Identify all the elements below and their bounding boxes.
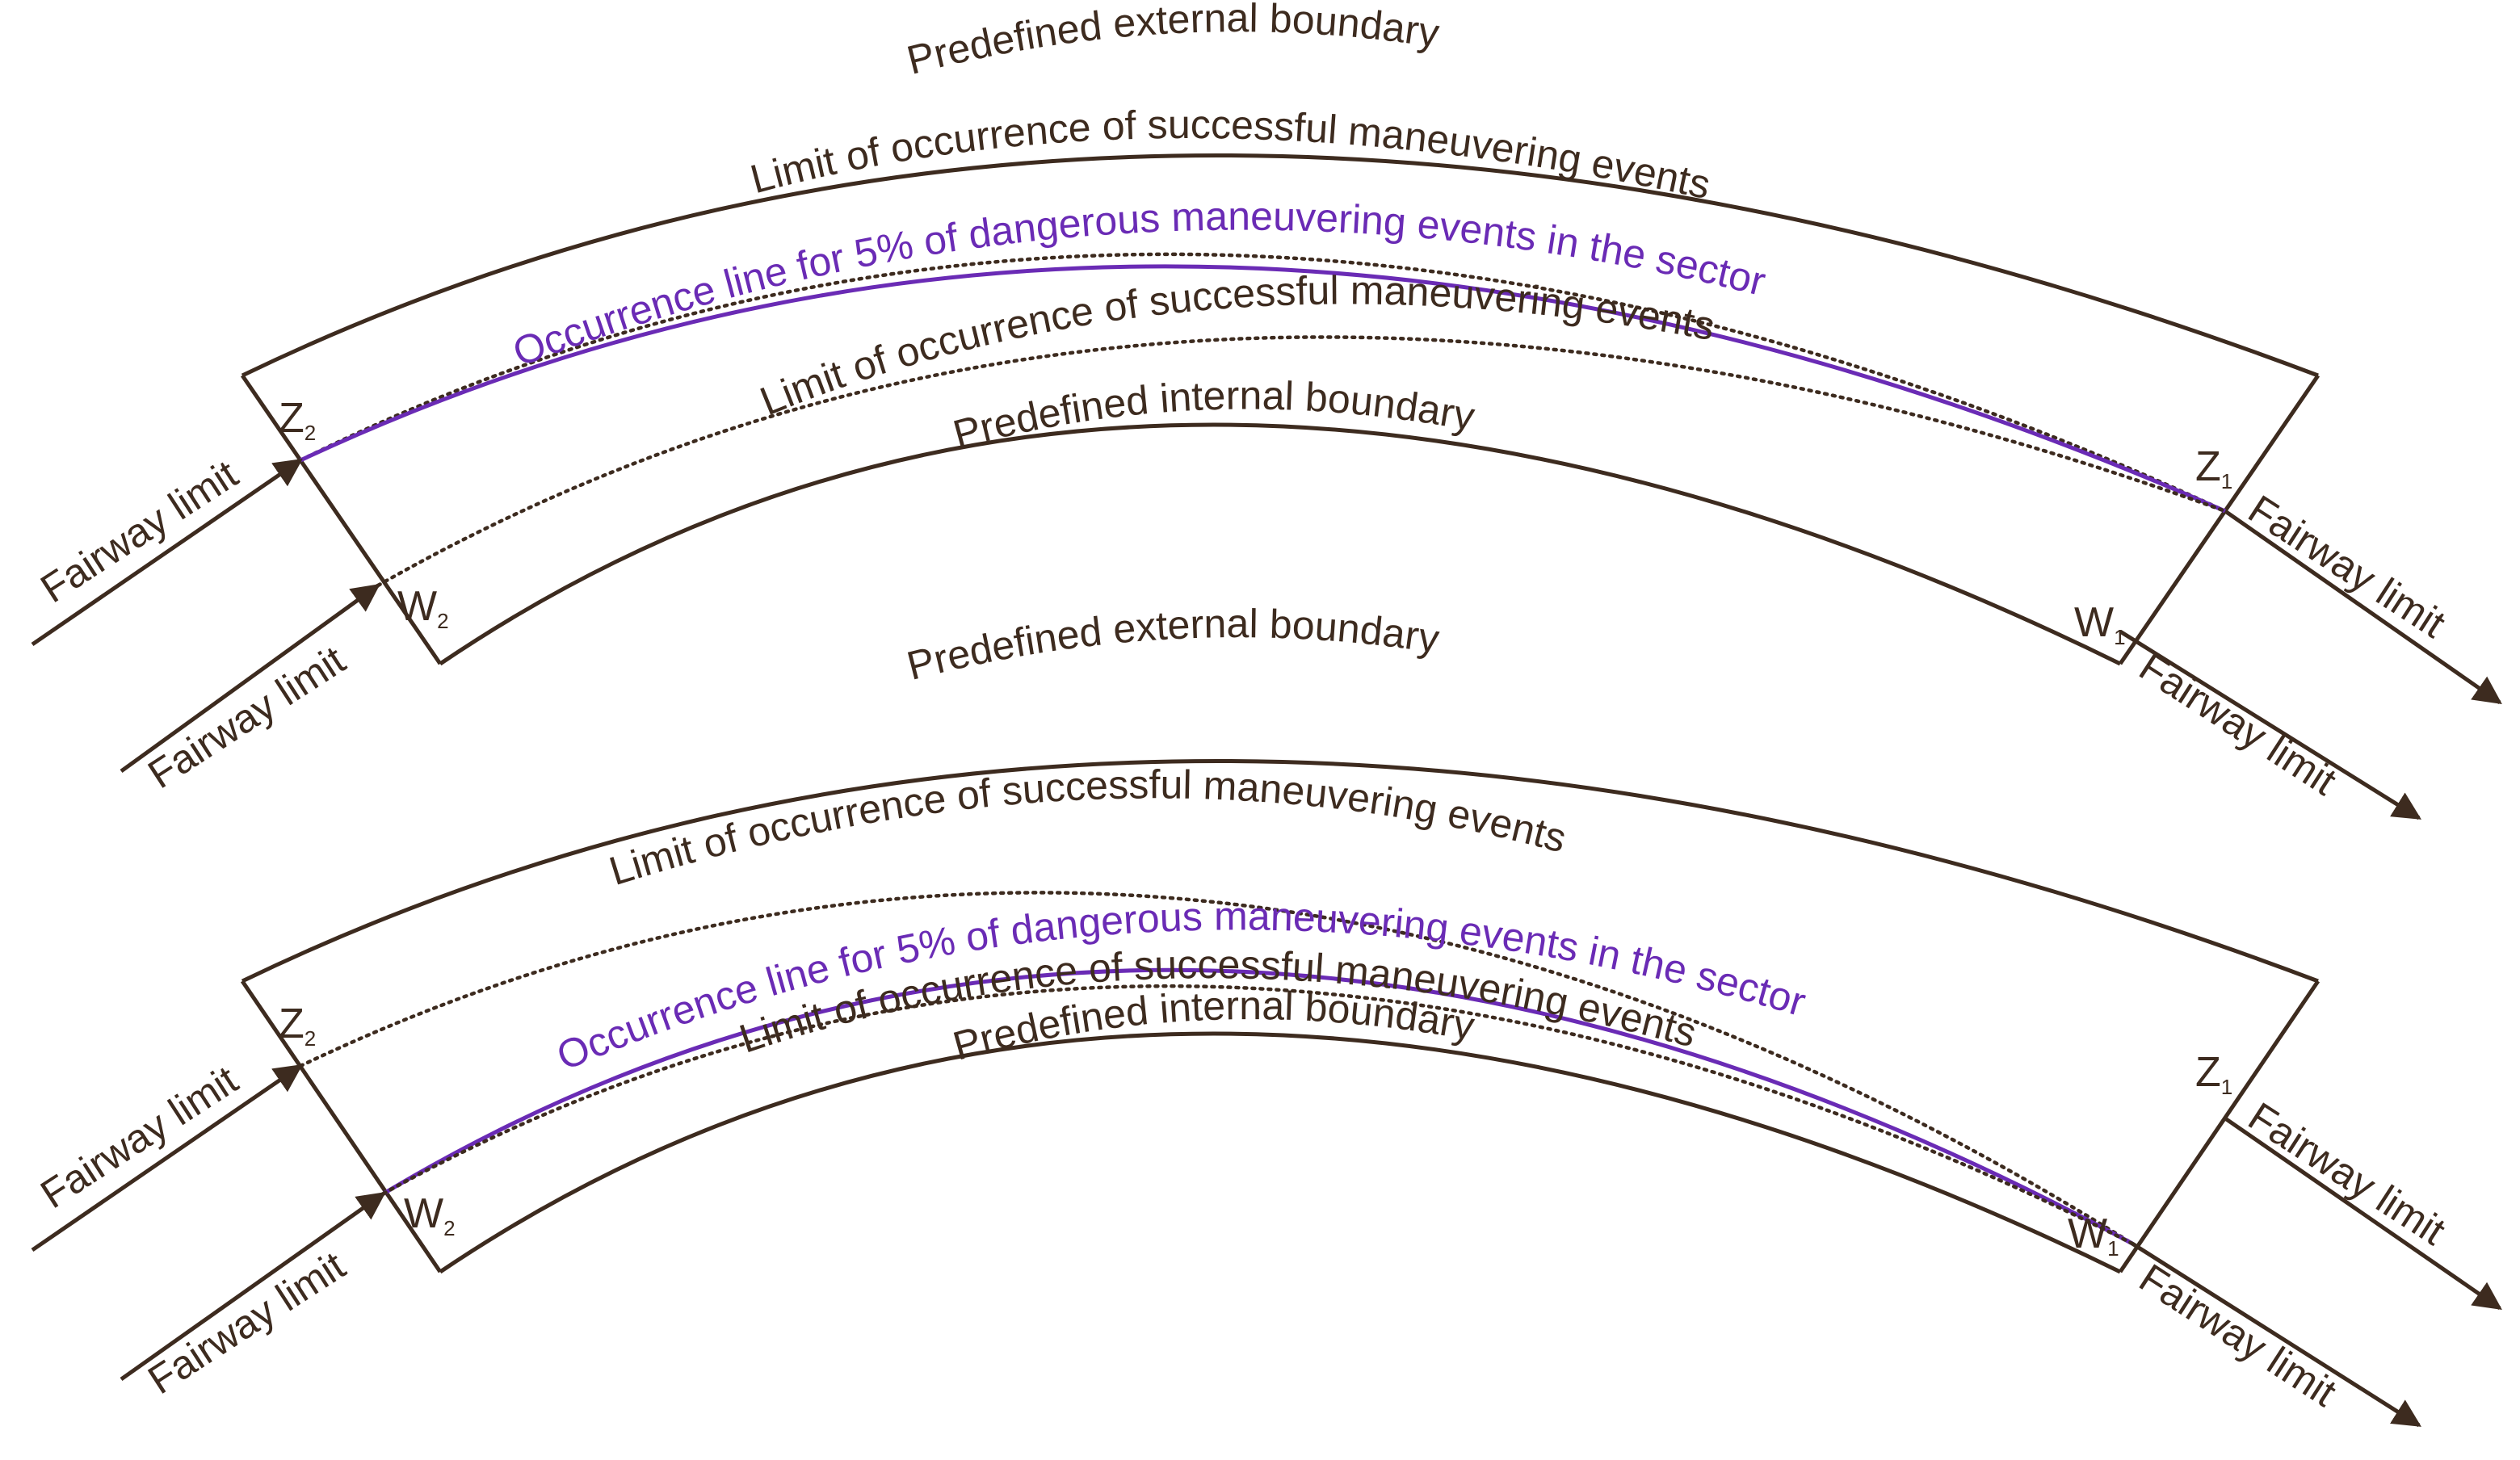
fairway-arrow-in-upper	[31, 1064, 303, 1252]
fairway-label-in-upper: Fairway limit	[32, 1057, 246, 1217]
lower-success-limit-line	[381, 984, 2135, 1246]
dangerous-occurrence-line	[382, 967, 2134, 1246]
panel-top: Predefined external boundary Limit of oc…	[31, 0, 2502, 820]
internal-boundary-arc	[439, 1031, 2122, 1274]
point-w1-label: W1	[2068, 1210, 2119, 1261]
external-boundary-label: Predefined external boundary	[902, 0, 1442, 83]
fairway-arrow-in-upper	[31, 458, 303, 647]
upper-success-limit-label: Limit of occurrence of successful maneuv…	[604, 761, 1571, 894]
fairway-arrow-out-lower	[2131, 1241, 2421, 1428]
upper-success-limit-line	[298, 891, 2135, 1246]
internal-boundary-arc	[439, 422, 2122, 666]
fairway-arrow-out-upper	[2224, 1116, 2502, 1311]
fairway-label-out-upper: Fairway limit	[2241, 486, 2454, 646]
point-z2-label: Z2	[279, 1001, 316, 1051]
external-boundary-arc	[241, 759, 2319, 984]
fairway-arrow-in-lower	[120, 583, 380, 774]
point-z1-label: Z1	[2195, 1049, 2232, 1099]
fairway-arrow-out-upper	[2224, 509, 2502, 705]
point-z1-label: Z1	[2195, 443, 2232, 493]
fairway-label-out-lower: Fairway limit	[2132, 644, 2345, 803]
left-sector-edge	[240, 980, 443, 1273]
fairway-label-in-upper: Fairway limit	[32, 451, 246, 611]
point-w2-label: W2	[397, 583, 449, 633]
fairway-label-in-lower: Fairway limit	[140, 1243, 353, 1403]
panel-bottom: Predefined external boundary Limit of oc…	[31, 601, 2502, 1428]
lower-success-limit-line	[376, 335, 2228, 588]
point-z2-label: Z2	[279, 395, 316, 445]
internal-boundary-label: Predefined internal boundary	[948, 372, 1478, 457]
fairway-label-out-lower: Fairway limit	[2132, 1255, 2345, 1415]
left-sector-edge	[240, 374, 443, 665]
point-w1-label: W1	[2074, 599, 2126, 649]
right-sector-edge	[2118, 980, 2320, 1273]
dangerous-occurrence-line	[299, 264, 2227, 514]
upper-success-limit-line	[298, 252, 2228, 514]
fairway-label-out-upper: Fairway limit	[2241, 1093, 2454, 1253]
point-w2-label: W2	[404, 1190, 456, 1240]
external-boundary-arc	[241, 153, 2319, 378]
right-sector-edge	[2118, 374, 2320, 665]
fairway-arrow-in-lower	[120, 1191, 386, 1382]
fairway-arrow-out-lower	[2119, 629, 2421, 820]
external-boundary-label: Predefined external boundary	[902, 601, 1442, 689]
fairway-label-in-lower: Fairway limit	[140, 637, 353, 797]
